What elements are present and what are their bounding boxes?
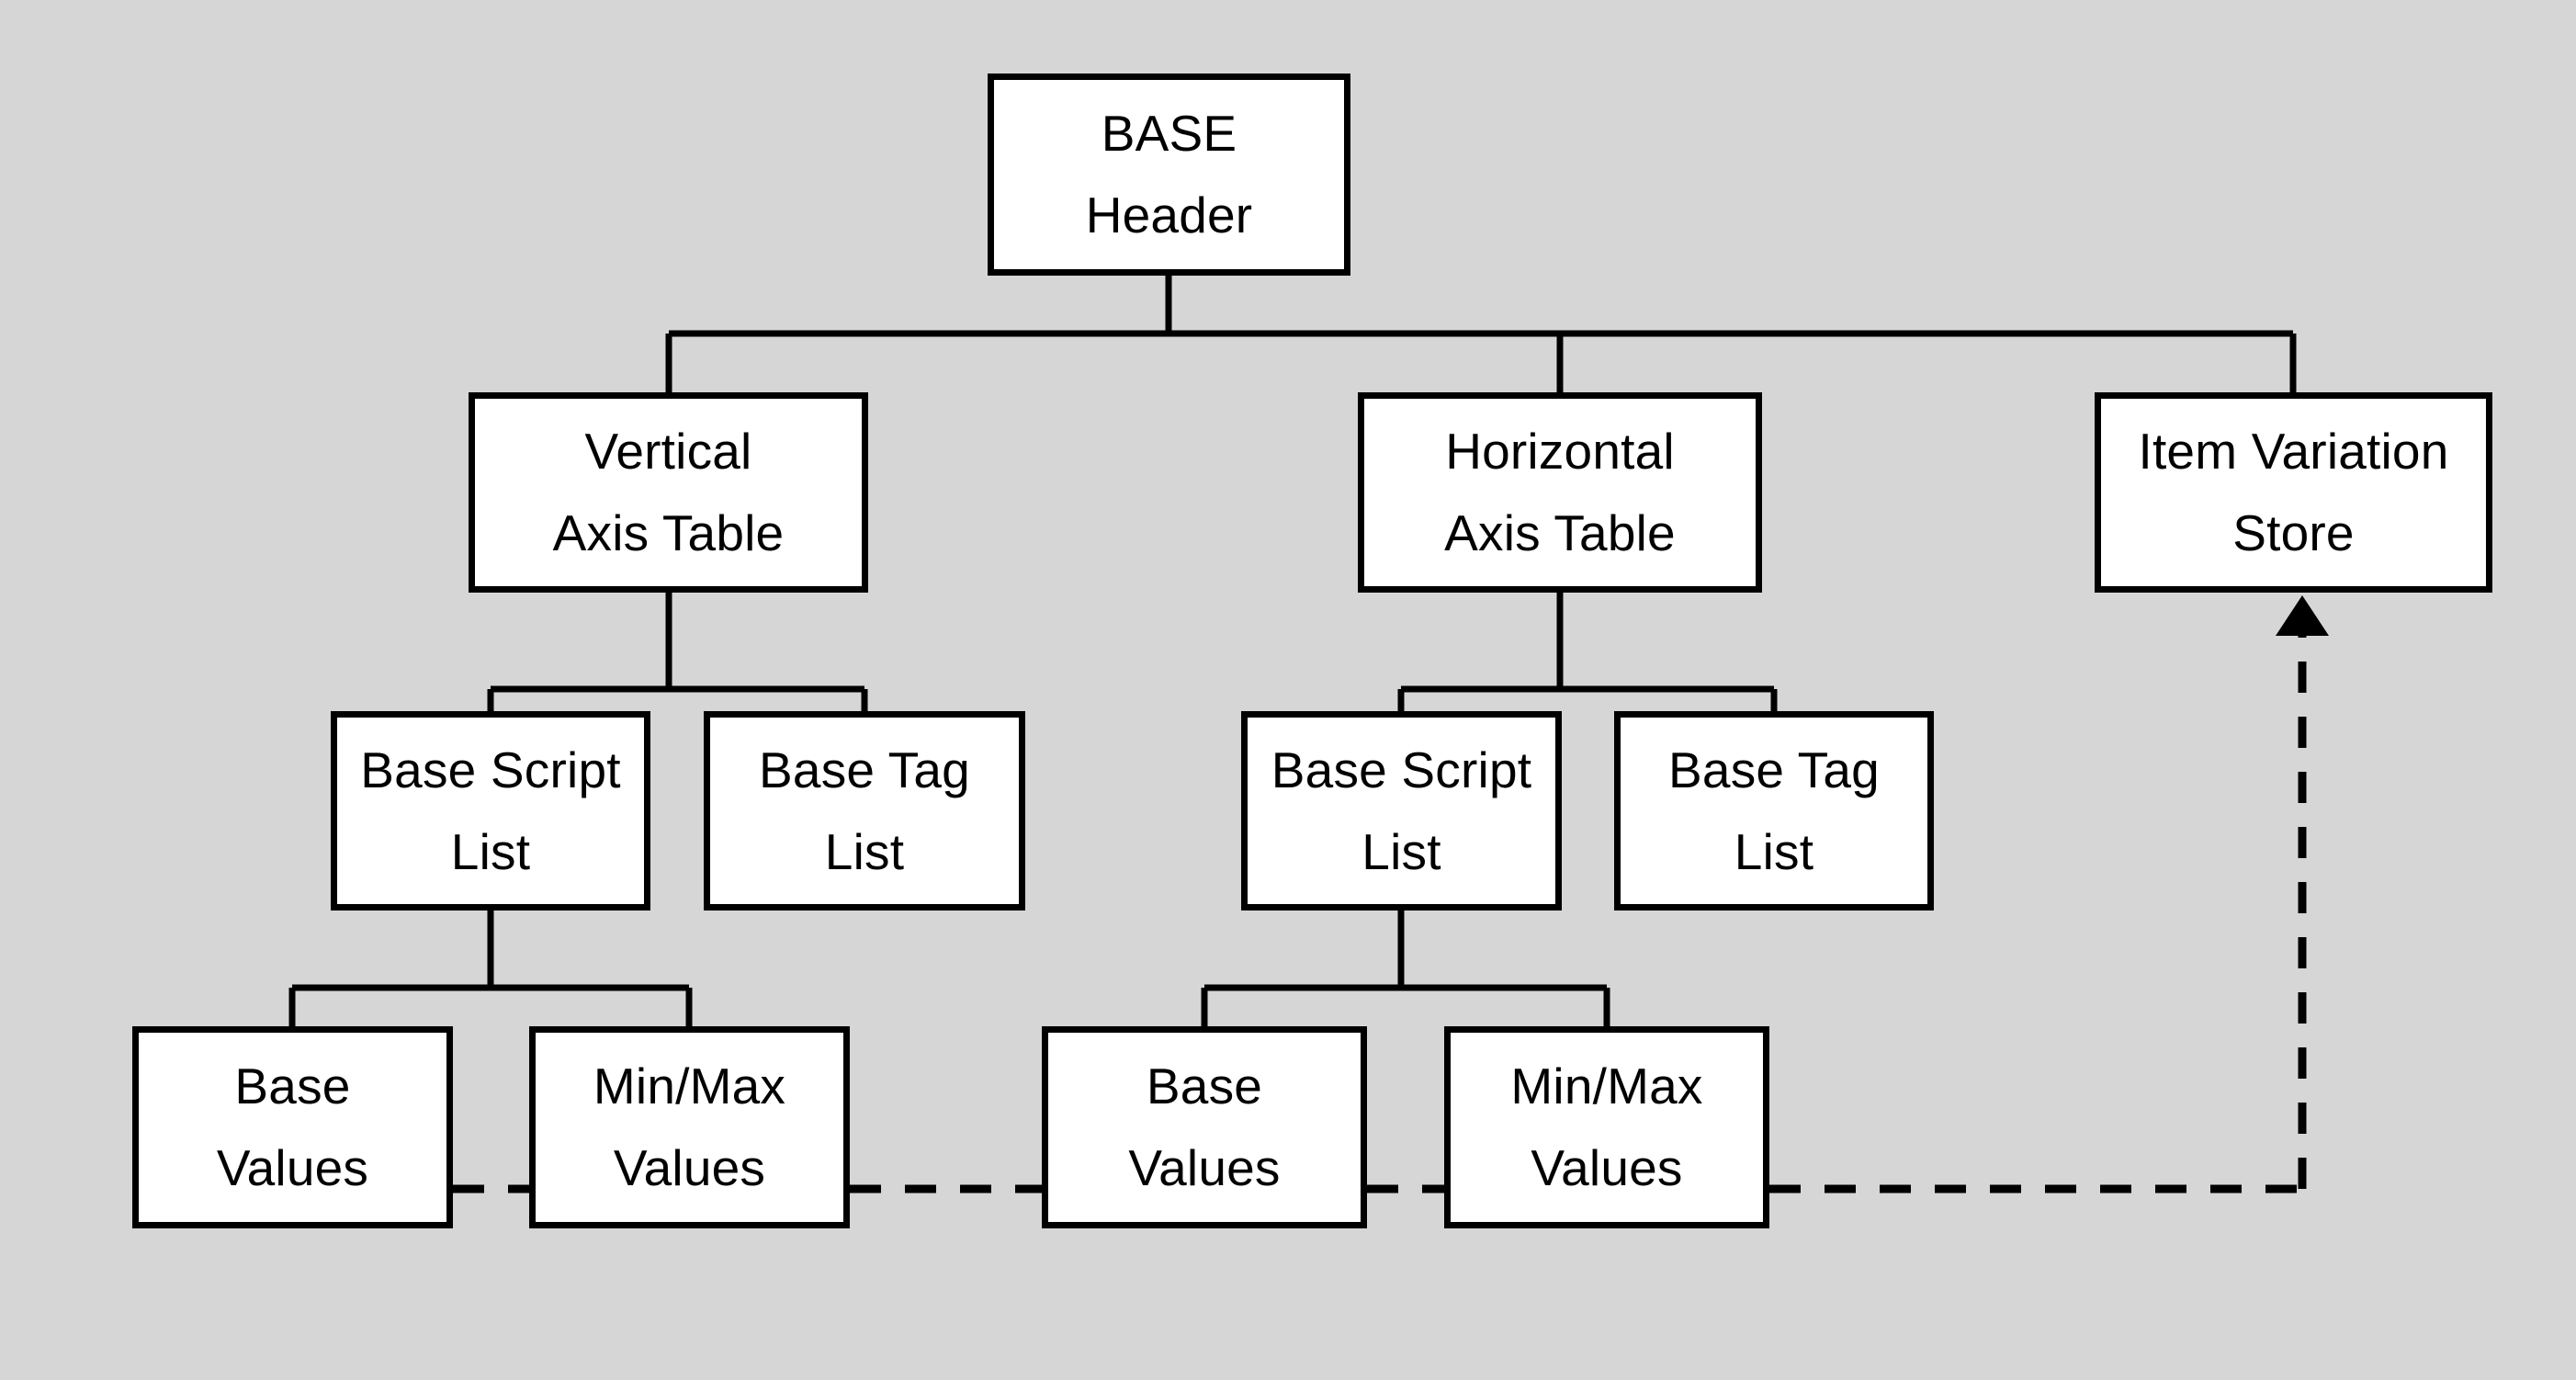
- node-label-line2: Axis Table: [1444, 504, 1676, 561]
- node-label-line2: Store: [2232, 504, 2355, 561]
- node-label-line2: Values: [613, 1139, 766, 1196]
- node-label-line1: Base: [1146, 1058, 1263, 1115]
- node-label-line1: Vertical: [584, 423, 752, 481]
- node-label-line1: Base Script: [360, 741, 621, 798]
- node-label-line1: Base Tag: [1668, 741, 1880, 798]
- node-label-line2: List: [1734, 822, 1814, 880]
- node-label-line2: Values: [1128, 1139, 1281, 1196]
- node-base-header[interactable]: BASE Header: [988, 74, 1350, 276]
- node-label-line1: Min/Max: [593, 1058, 786, 1115]
- node-label-line1: Item Variation: [2138, 423, 2449, 481]
- solid-connectors: [288, 276, 2297, 1026]
- node-label-line1: Horizontal: [1445, 423, 1675, 481]
- node-label-line2: Values: [216, 1139, 369, 1196]
- arrowheads: [2276, 595, 2329, 636]
- node-label-line2: List: [450, 822, 531, 880]
- node-label-line1: Min/Max: [1510, 1058, 1703, 1115]
- node-label-line1: Base: [234, 1058, 351, 1115]
- node-label-line2: Values: [1531, 1139, 1683, 1196]
- node-label-line1: Base Script: [1271, 741, 1532, 798]
- arrowhead-icon-arrow-into-item-variation-store: [2276, 595, 2329, 636]
- node-label-line1: Base Tag: [759, 741, 970, 798]
- node-label-line2: Axis Table: [552, 504, 785, 561]
- node-label-line2: List: [1361, 822, 1441, 880]
- node-label-line1: BASE: [1101, 105, 1237, 163]
- node-label-line2: Header: [1085, 187, 1253, 243]
- node-label-line2: List: [824, 822, 905, 880]
